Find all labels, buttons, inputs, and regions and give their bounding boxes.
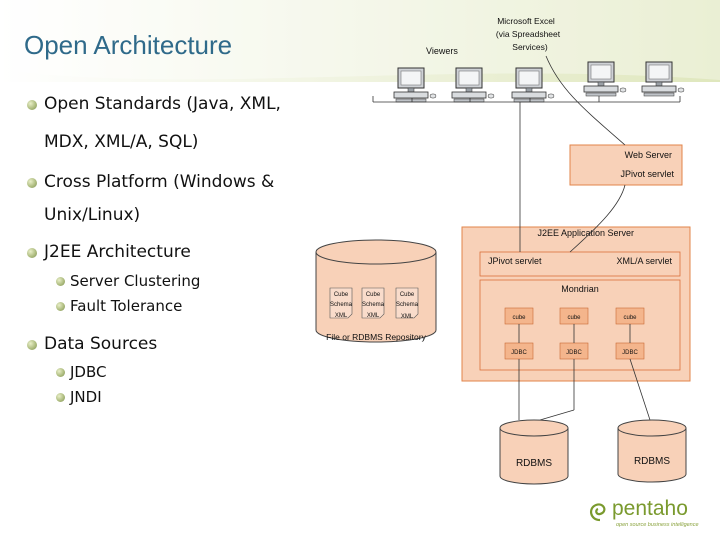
bullet-cross-platform-line2: Unix/Linux) bbox=[44, 205, 141, 225]
doc-line2: Schema bbox=[330, 302, 353, 308]
excel-label-line3: Services) bbox=[512, 42, 548, 52]
rdbms-cylinder-icon bbox=[617, 419, 687, 483]
bullet-cross-platform-line1: Cross Platform (Windows & bbox=[44, 172, 275, 192]
pentaho-logo: pentaho open source business intelligenc… bbox=[590, 497, 699, 528]
application-server-label: J2EE Application Server bbox=[537, 228, 634, 238]
bullet-dot-icon bbox=[27, 100, 37, 110]
bullet-dot-icon bbox=[27, 248, 37, 258]
sub-bullet-dot-icon bbox=[56, 277, 65, 286]
bullet-jdbc: JDBC bbox=[70, 363, 107, 381]
excel-computer-icon bbox=[583, 61, 627, 97]
doc-line3: XML bbox=[401, 314, 414, 320]
doc-line1: Cube bbox=[366, 292, 381, 298]
sub-bullet-dot-icon bbox=[56, 302, 65, 311]
rdbms-label: RDBMS bbox=[634, 456, 670, 467]
excel-label-line1: Microsoft Excel bbox=[497, 16, 555, 26]
viewer-computer-icon bbox=[451, 67, 495, 103]
web-server-label: Web Server bbox=[625, 150, 672, 160]
doc-line2: Schema bbox=[362, 302, 385, 308]
jdbc-label: JDBC bbox=[511, 350, 527, 356]
excel-computer-icon bbox=[641, 61, 685, 97]
sub-bullet-dot-icon bbox=[56, 368, 65, 377]
jpivot-servlet-app-label: JPivot servlet bbox=[488, 256, 542, 266]
doc-line3: XML bbox=[367, 313, 380, 319]
servlet-row bbox=[479, 251, 681, 277]
cube-label: cube bbox=[512, 315, 526, 321]
cube-label: cube bbox=[567, 315, 581, 321]
jpivot-servlet-web-label: JPivot servlet bbox=[620, 169, 674, 179]
doc-line1: Cube bbox=[334, 292, 349, 298]
bullet-j2ee: J2EE Architecture bbox=[44, 242, 191, 262]
web-server-box bbox=[569, 144, 683, 186]
bullet-data-sources: Data Sources bbox=[44, 334, 158, 354]
viewers-label: Viewers bbox=[426, 46, 458, 56]
sub-bullet-dot-icon bbox=[56, 393, 65, 402]
excel-label-line2: (via Spreadsheet bbox=[496, 29, 561, 39]
rdbms-cylinder-icon bbox=[499, 419, 569, 485]
pentaho-swirl-icon bbox=[590, 503, 606, 522]
bullet-dot-icon bbox=[27, 178, 37, 188]
cube-label: cube bbox=[623, 315, 637, 321]
doc-line1: Cube bbox=[400, 292, 415, 298]
mondrian-label: Mondrian bbox=[561, 284, 599, 294]
bullet-dot-icon bbox=[27, 340, 37, 350]
repository-label: File or RDBMS Repository bbox=[326, 332, 426, 342]
connector-lines bbox=[372, 55, 681, 421]
bullet-jndi: JNDI bbox=[70, 388, 102, 406]
bullet-open-standards-line1: Open Standards (Java, XML, bbox=[44, 94, 281, 114]
logo-tagline: open source business intelligence bbox=[616, 522, 699, 528]
jdbc-label: JDBC bbox=[566, 350, 582, 356]
rdbms-label: RDBMS bbox=[516, 458, 552, 469]
bullet-server-clustering: Server Clustering bbox=[70, 272, 201, 290]
jdbc-label: JDBC bbox=[622, 350, 638, 356]
doc-line3: XML bbox=[335, 313, 348, 319]
logo-wordmark: pentaho bbox=[612, 497, 688, 520]
viewer-computer-icon bbox=[393, 67, 437, 103]
page-title: Open Architecture bbox=[24, 30, 233, 60]
doc-line2: Schema bbox=[396, 302, 419, 308]
bullet-fault-tolerance: Fault Tolerance bbox=[70, 297, 183, 315]
viewer-computer-icon bbox=[511, 67, 555, 103]
bullet-open-standards-line2: MDX, XML/A, SQL) bbox=[44, 132, 199, 152]
xmla-servlet-label: XML/A servlet bbox=[616, 256, 672, 266]
